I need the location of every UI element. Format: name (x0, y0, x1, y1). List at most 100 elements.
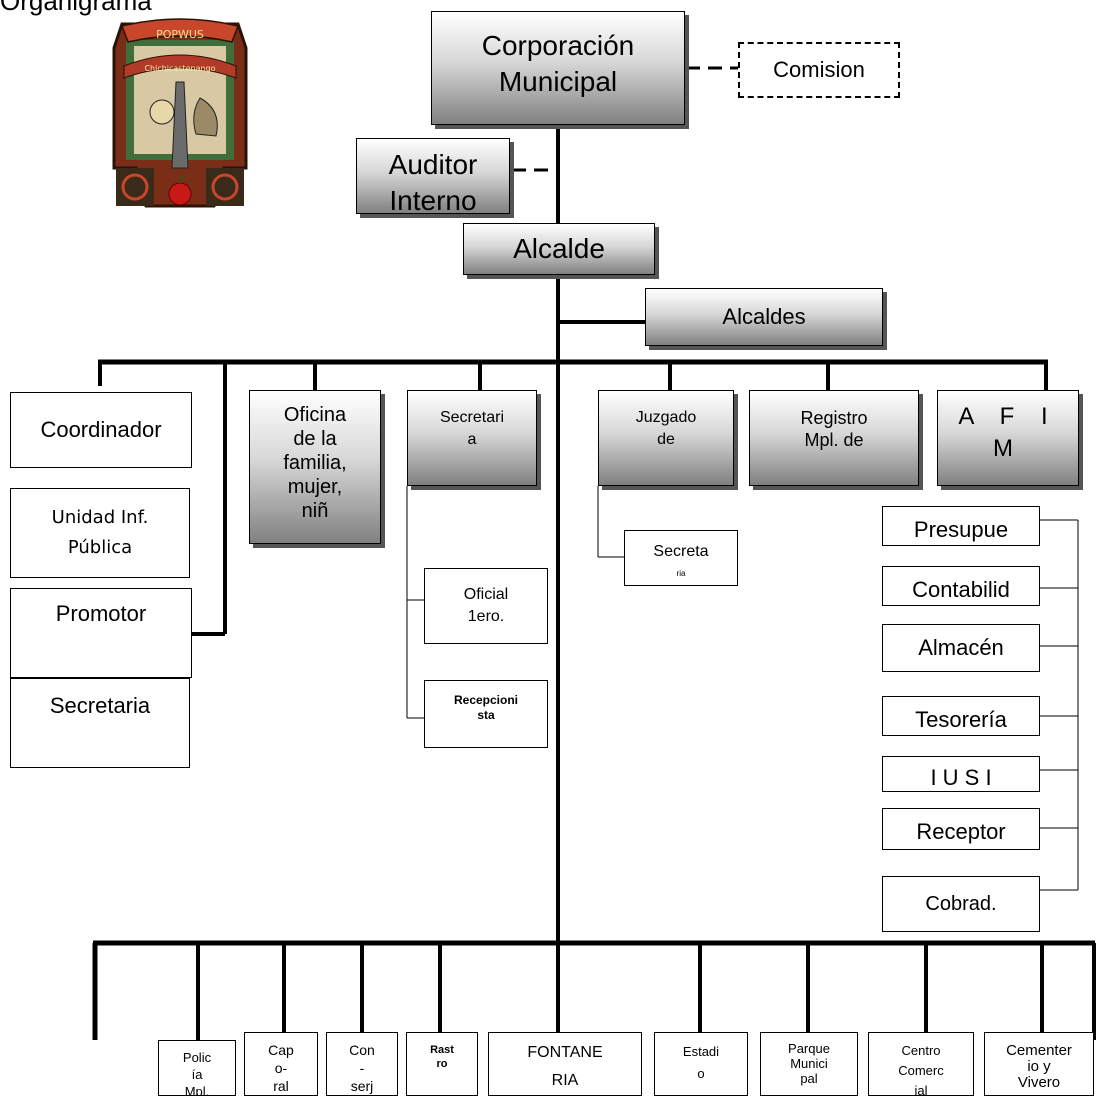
node-line: Munici (790, 1056, 828, 1071)
node-line: Almacén (918, 635, 1004, 660)
node-line: o (697, 1066, 705, 1081)
node-secretaria-left: Secretaria (10, 678, 190, 768)
node-oficina-familia: Oficina de la familia, mujer, niñ (249, 390, 381, 544)
node-line: Cap (268, 1042, 294, 1058)
svg-text:Chichicastenango: Chichicastenango (144, 64, 215, 73)
node-line: Recepcioni (453, 693, 519, 707)
node-line: niñ (301, 500, 329, 522)
node-line: Rast (430, 1044, 454, 1056)
node-line: Secretari (439, 409, 505, 426)
page-title: Organigrama (0, 0, 152, 16)
node-line: Auditor (388, 149, 478, 180)
municipal-emblem-icon: POPWUS Chichicastenango (112, 18, 248, 208)
node-line: Comerc (898, 1063, 944, 1078)
node-registro: Registro Mpl. de (749, 390, 919, 486)
node-line: Presupue (913, 517, 1009, 542)
node-line: Mpl. de (804, 430, 864, 450)
node-comision: Comision (738, 42, 900, 98)
node-parque-municipal: Parque Munici pal (760, 1032, 858, 1096)
node-line: pal (800, 1071, 818, 1086)
node-almacen: Almacén (882, 624, 1040, 672)
node-line: Pública (67, 537, 133, 558)
node-auditor-interno: Auditor Interno (356, 138, 510, 214)
node-receptor: Receptor (882, 808, 1040, 850)
node-juzgado: Juzgado de (598, 390, 734, 486)
node-contabilidad: Contabilid (882, 566, 1040, 606)
node-promotor: Promotor (10, 588, 192, 678)
node-line: Cementer (1006, 1042, 1072, 1059)
node-line: serj (350, 1078, 374, 1094)
node-line: 1ero. (467, 608, 505, 625)
node-line: o- (274, 1060, 288, 1076)
node-line: Mpl. (184, 1084, 210, 1096)
node-corporacion-municipal: Corporación Municipal (431, 11, 685, 125)
node-estadio: Estadi o (654, 1032, 748, 1096)
node-tesoreria: Tesorería (882, 696, 1040, 736)
node-line: Registro (800, 408, 868, 428)
node-line: Parque (788, 1041, 830, 1056)
node-line: ria (676, 569, 686, 578)
node-line: Tesorería (915, 707, 1007, 732)
node-line: ía (191, 1067, 203, 1082)
node-rastro: Rast ro (406, 1032, 478, 1096)
node-line: Secretaria (49, 693, 151, 718)
node-line: de la (293, 428, 337, 450)
node-line: sta (477, 708, 495, 722)
node-line: Oficial (463, 586, 509, 603)
node-line: A F I (958, 403, 1058, 430)
node-cementerio-vivero: Cementer io y Vivero (984, 1032, 1094, 1096)
node-line: Promotor (55, 601, 147, 626)
node-line: Interno (389, 185, 477, 214)
node-line: M (993, 435, 1023, 462)
node-alcaldes: Alcaldes (645, 288, 883, 346)
node-presupuesto: Presupue (882, 506, 1040, 546)
node-line: Corporación (481, 30, 635, 61)
node-unidad-informacion-publica: Unidad Inf. Pública (10, 488, 190, 578)
node-line: RIA (551, 1072, 579, 1089)
node-line: Contabilid (912, 577, 1010, 602)
node-line: a (467, 431, 477, 448)
node-line: FONTANE (527, 1044, 603, 1061)
node-cobrador: Cobrad. (882, 876, 1040, 932)
node-line: Alcaldes (722, 304, 806, 329)
node-line: Alcalde (513, 233, 605, 264)
node-oficial-primero: Oficial 1ero. (424, 568, 548, 644)
node-secretaria-juzgado: Secreta ria (624, 530, 738, 586)
node-line: ral (273, 1078, 289, 1094)
node-line: Secreta (653, 543, 709, 560)
node-line: Cobrad. (925, 893, 997, 915)
node-coordinador: Coordinador (10, 392, 192, 468)
node-line: de (657, 431, 675, 448)
svg-text:POPWUS: POPWUS (156, 28, 204, 41)
node-afim: A F I M (937, 390, 1079, 486)
node-line: Unidad Inf. (51, 507, 149, 528)
node-line: ial (914, 1083, 928, 1096)
node-line: Polic (182, 1050, 212, 1065)
node-line: Centro (901, 1043, 941, 1058)
node-caporal: Cap o- ral (244, 1032, 318, 1096)
node-line: - (359, 1060, 365, 1076)
node-line: Juzgado (635, 409, 697, 426)
node-line: Receptor (916, 819, 1006, 844)
node-line: Vivero (1017, 1074, 1061, 1091)
node-line: io y (1027, 1058, 1051, 1075)
node-line: Coordinador (40, 417, 162, 442)
node-recepcionista: Recepcioni sta (424, 680, 548, 748)
node-iusi: I U S I (882, 756, 1040, 792)
node-line: Municipal (498, 66, 618, 97)
node-line: Oficina (283, 404, 347, 426)
node-line: I U S I (930, 765, 992, 790)
node-line: mujer, (287, 476, 343, 498)
node-line: Estadi (682, 1044, 720, 1059)
node-line: ro (436, 1058, 448, 1070)
node-alcalde: Alcalde (463, 223, 655, 275)
node-conserje: Con - serj (326, 1032, 398, 1096)
node-line: familia, (283, 452, 347, 474)
node-fontaneria: FONTANE RIA (488, 1032, 642, 1096)
node-secretaria-mid: Secretari a (407, 390, 537, 486)
node-line: Con (349, 1042, 375, 1058)
node-centro-comercial: Centro Comerc ial (868, 1032, 974, 1096)
node-policia-municipal: Polic ía Mpl. (158, 1040, 236, 1096)
node-line: Comision (773, 57, 865, 82)
